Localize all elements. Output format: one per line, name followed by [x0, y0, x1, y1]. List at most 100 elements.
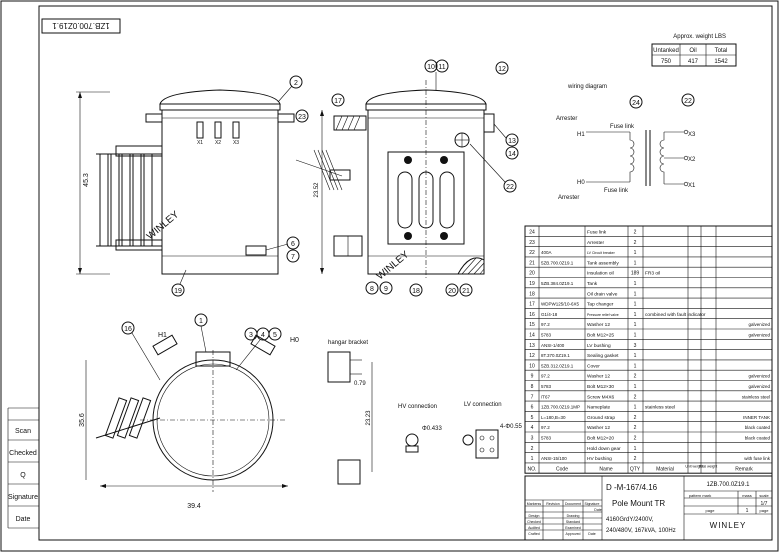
- bom-header-name: Name: [599, 466, 613, 472]
- watermark-2: WINLEY: [375, 249, 412, 282]
- lv-dim: 4-Φ0.55: [500, 424, 522, 430]
- connection-details: HV connection Φ0.433 LV connection 4-Φ0.…: [398, 402, 522, 459]
- title-page: page: [706, 508, 716, 513]
- bom-name: Washer 12: [587, 374, 610, 380]
- hv-dim: Φ0.433: [422, 426, 442, 432]
- bom-code: ANSI-15/100: [541, 456, 567, 461]
- plan-view: H1 H0 39.4 35.6 1 3 4 5 16: [79, 313, 299, 510]
- bom-code: 5ZB.312.0Z19.1: [541, 363, 574, 368]
- front-height-dim: 45.3: [83, 173, 90, 187]
- left-label-q: Q: [20, 472, 26, 479]
- weight-h-oil: Oil: [689, 48, 696, 54]
- bom-name: Fuse link: [587, 230, 607, 236]
- bom-no: 19: [529, 281, 535, 287]
- hangar-dim1: 0.79: [354, 381, 366, 387]
- rev-date: Date: [594, 508, 601, 512]
- radiator-fins: [96, 153, 162, 247]
- balloon-13: 13: [508, 138, 516, 145]
- bom-code: 5783: [541, 333, 552, 338]
- bom-remark: galvenized: [748, 322, 770, 327]
- bom-remark: INNER TANK: [743, 415, 770, 420]
- bom-no: 14: [529, 333, 535, 339]
- balloon-1: 1: [199, 318, 203, 325]
- bom-code: ANSI-1/400: [541, 343, 565, 348]
- role-examined: Examined: [565, 526, 581, 530]
- bom-no: 9: [531, 374, 534, 380]
- balloon-17: 17: [334, 98, 342, 105]
- title-spec2: 240/480V, 167kVA, 100Hz: [606, 528, 676, 534]
- bom-no: 10: [529, 363, 535, 369]
- balloon-7: 7: [291, 254, 295, 261]
- role-audited: Audited: [528, 526, 540, 530]
- title-pattern-mark: pattern mark: [689, 493, 711, 498]
- balloon-3: 3: [249, 332, 253, 339]
- bom-name: Bolt M12×25: [587, 333, 614, 339]
- bom-qty: 1: [634, 312, 637, 318]
- title-scale: scale: [759, 493, 769, 498]
- bom-no: 13: [529, 343, 535, 349]
- wiring-balloon-22: 22: [684, 98, 692, 105]
- drawing-stamp-box: [41, 18, 121, 34]
- bom-remark: with fuse link: [744, 456, 771, 461]
- balloon-16: 16: [124, 326, 132, 333]
- bom-code: 97.2: [541, 425, 550, 430]
- bom-no: 22: [529, 250, 535, 256]
- bom-material: stainless steel: [645, 405, 675, 411]
- balloon-2: 2: [294, 80, 298, 87]
- weight-v-oil: 417: [688, 59, 699, 65]
- bom-name: Pressure relief valve: [587, 313, 619, 317]
- balloon-23: 23: [298, 114, 306, 121]
- plan-h0: H0: [290, 337, 299, 344]
- balloon-5: 5: [273, 332, 277, 339]
- title-product: Pole Mount TR: [612, 499, 665, 508]
- role-drawing: Drawing: [567, 514, 580, 518]
- balloon-10: 10: [427, 64, 435, 71]
- side-height-dim: 23.52: [314, 182, 320, 198]
- bom-no: 17: [529, 302, 535, 308]
- bom-qty: 2: [634, 374, 637, 380]
- wiring-title: wiring diagram: [567, 84, 607, 90]
- title-block: 1ZB.700.0Z19.1 pattern mark mass scale 1…: [524, 475, 773, 541]
- bom-header-no: NO.: [528, 466, 537, 472]
- bom-qty: 1: [634, 353, 637, 359]
- bom-material: FR3 oil: [645, 271, 660, 277]
- bom-no: 4: [531, 425, 534, 431]
- left-label-checked: Checked: [9, 450, 37, 457]
- title-page2: page: [760, 508, 770, 513]
- weight-title: Approx. weight LBS: [673, 34, 726, 40]
- hangar-lower: [115, 239, 163, 251]
- bom-qty: 1: [634, 250, 637, 256]
- bom-code: 1ZB.700.0Z19.1MP: [541, 405, 580, 410]
- bom-code: 400A: [541, 250, 552, 255]
- side-view: 23.52 10 11 12 13 14 17 22 23 8 9 18 20 …: [295, 59, 519, 297]
- wiring-x2: X2: [688, 157, 696, 163]
- balloon-22-side: 22: [506, 184, 514, 191]
- bom-header-qty: QTY: [630, 466, 641, 472]
- balloon-18: 18: [412, 288, 420, 295]
- bom-name: LV bushing: [587, 343, 611, 349]
- bom-name: Screw M4X6: [587, 394, 615, 400]
- balloon-8: 8: [370, 286, 374, 293]
- bom-qty: 1: [634, 384, 637, 390]
- bom-qty: 1: [634, 281, 637, 287]
- bom-code: 5783: [541, 436, 552, 441]
- left-label-date: Date: [16, 516, 31, 523]
- bom-name: Insulation oil: [587, 271, 614, 277]
- title-mass: mass: [742, 493, 752, 498]
- bom-name: Tap changer: [587, 302, 614, 308]
- bom-name: Tank assembly: [587, 260, 619, 266]
- bom-code: L=180,B=30: [541, 415, 566, 420]
- rev-document: Document: [565, 502, 581, 506]
- role-approved: Approved: [566, 532, 581, 536]
- bom-name: Ground strap: [587, 415, 615, 421]
- bom-qty: 189: [631, 271, 640, 277]
- weight-v-untanked: 750: [661, 59, 672, 65]
- bom-code: 8T.370.0Z19.1: [541, 353, 570, 358]
- bom-code: WDPW125/10-6X5: [541, 302, 580, 307]
- plan-depth-dim: 35.6: [79, 413, 86, 427]
- role-design: Design: [529, 514, 540, 518]
- bom-name: Bolt M12×30: [587, 384, 614, 390]
- bom-qty: 1: [634, 260, 637, 266]
